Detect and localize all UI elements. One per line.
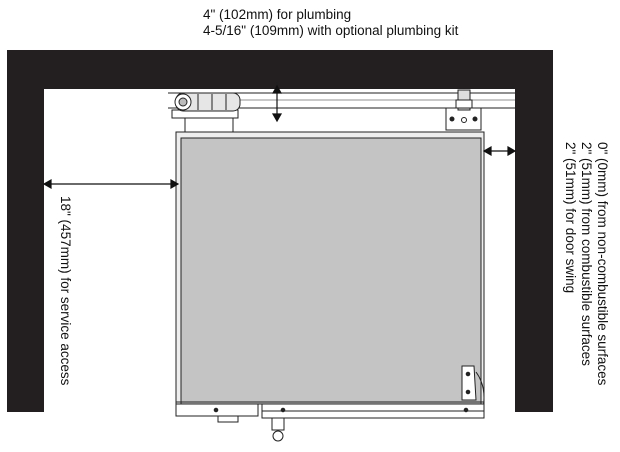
non-combustible-clearance-label: 0" (0mm) from non-combustible surfaces — [595, 142, 610, 386]
combustible-clearance-label: 2" (51mm) from combustible surfaces — [579, 142, 594, 366]
wall — [7, 50, 553, 412]
door-swing-clearance-label: 2" (51mm) for door swing — [563, 142, 578, 294]
plumbing-clearance-arrow — [271, 84, 283, 123]
plumbing-kit-clearance-label: 4-5/16" (109mm) with optional plumbing k… — [203, 23, 459, 38]
plumbing-assembly — [174, 92, 241, 112]
side-clearance-arrow — [482, 145, 517, 157]
unit-base — [175, 403, 485, 442]
service-access-label: 18" (457mm) for service access — [58, 196, 73, 386]
unit-body — [175, 131, 485, 405]
plumbing-clearance-label: 4" (102mm) for plumbing — [203, 7, 352, 22]
mounting-bracket — [445, 89, 482, 131]
service-clearance-arrow — [42, 178, 180, 190]
